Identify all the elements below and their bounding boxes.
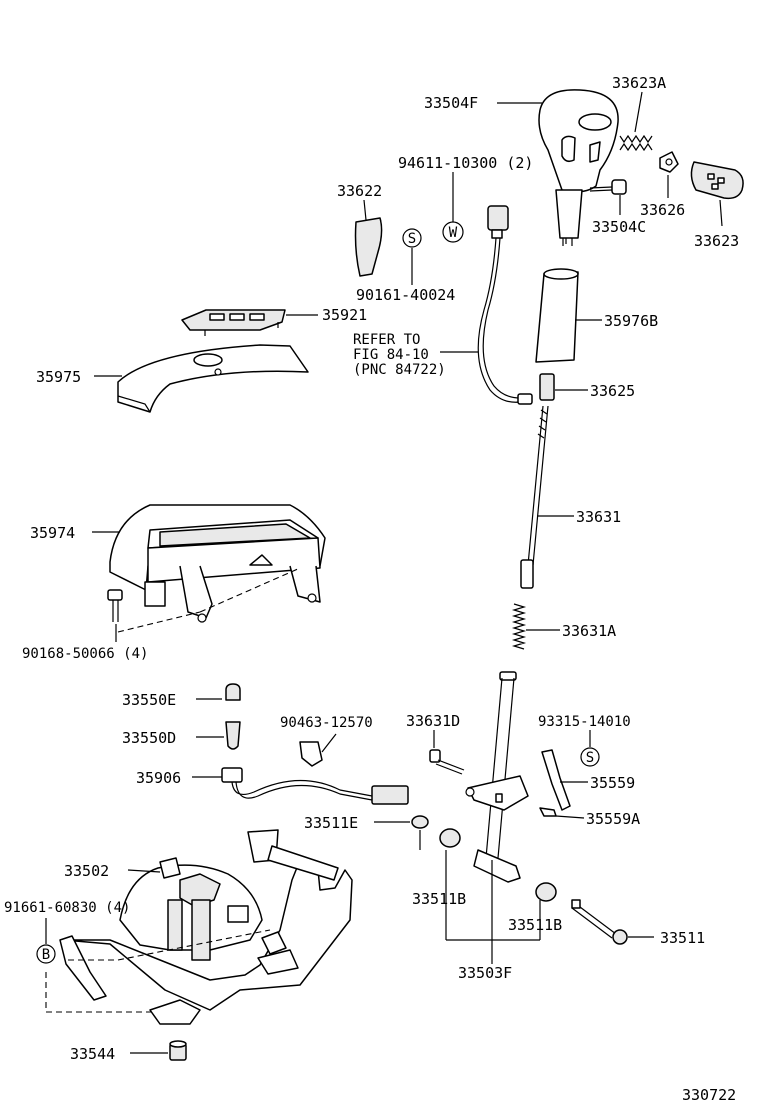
- leader-35559a: [555, 815, 585, 819]
- housing-bolt: [107, 589, 123, 622]
- shift-knob: [538, 89, 619, 246]
- leader-button: [719, 199, 723, 227]
- label-33623a: 33623A: [612, 74, 666, 92]
- knob-switch-wire: [477, 205, 533, 405]
- s-marker-upper: [402, 228, 422, 248]
- console-cover: [117, 344, 309, 413]
- label-33502: 33502: [64, 862, 109, 880]
- label-33511b-left: 33511B: [412, 890, 466, 908]
- shift-housing: [109, 504, 326, 633]
- label-33631a: 33631A: [562, 622, 616, 640]
- label-33544: 33544: [70, 1045, 115, 1063]
- label-35974: 35974: [30, 524, 75, 542]
- rod-spring: [511, 603, 527, 650]
- bushing-33511b-left: [439, 828, 461, 848]
- indicator-plate: [181, 309, 286, 336]
- indicator-bulb: [225, 683, 241, 701]
- leader-spring: [634, 91, 643, 133]
- long-pin: [571, 899, 628, 945]
- marker-w: W: [449, 225, 458, 241]
- rod-cap: [539, 373, 555, 401]
- label-refer-3: (PNC 84722): [353, 362, 446, 378]
- leader-33502: [127, 869, 161, 873]
- b-marker: [36, 944, 56, 964]
- bushing-33511b-right: [535, 882, 557, 902]
- wire-harness: [221, 767, 409, 805]
- boot-sleeve: [535, 268, 579, 363]
- shift-rod: [520, 405, 549, 589]
- collar: [169, 1040, 187, 1061]
- label-refer-2: FIG 84-10: [353, 347, 429, 363]
- label-90161: 90161-40024: [356, 286, 455, 304]
- marker-b: B: [42, 947, 50, 963]
- label-33622: 33622: [337, 182, 382, 200]
- label-35975: 35975: [36, 368, 81, 386]
- label-35906: 35906: [136, 769, 181, 787]
- label-33504c: 33504C: [592, 218, 646, 236]
- shift-button: [690, 161, 744, 200]
- knob-insert-33622: [354, 217, 383, 277]
- label-35921: 35921: [322, 306, 367, 324]
- label-91661: 91661-60830 (4): [4, 900, 130, 916]
- label-33550e: 33550E: [122, 691, 176, 709]
- label-93315: 93315-14010: [538, 714, 631, 730]
- leader-90463: [321, 733, 337, 753]
- label-33550d: 33550D: [122, 729, 176, 747]
- label-90168: 90168-50066 (4): [22, 646, 148, 662]
- label-35976b: 35976B: [604, 312, 658, 330]
- marker-s-lower: S: [586, 750, 594, 766]
- label-33631: 33631: [576, 508, 621, 526]
- label-33511e: 33511E: [304, 814, 358, 832]
- label-refer-1: REFER TO: [353, 332, 420, 348]
- label-33503f: 33503F: [458, 964, 512, 982]
- lever-pin: [429, 749, 465, 775]
- label-33623: 33623: [694, 232, 739, 250]
- wire-clamp: [299, 741, 323, 767]
- s-marker-lower: [580, 747, 600, 767]
- figure-number: 330722: [682, 1086, 736, 1104]
- shift-lever: [465, 671, 529, 883]
- label-33511b-right: 33511B: [508, 916, 562, 934]
- label-35559a: 35559A: [586, 810, 640, 828]
- bushing-33511e: [411, 815, 429, 829]
- leader-33622: [363, 199, 367, 221]
- label-33626: 33626: [640, 201, 685, 219]
- label-33504f: 33504F: [424, 94, 478, 112]
- label-33631d: 33631D: [406, 712, 460, 730]
- label-90463: 90463-12570: [280, 715, 373, 731]
- knob-screw: [589, 179, 627, 195]
- bulb-socket: [225, 721, 241, 750]
- knob-spring: [619, 134, 653, 152]
- detent-plate: [541, 749, 571, 811]
- label-35559: 35559: [590, 774, 635, 792]
- label-33625: 33625: [590, 382, 635, 400]
- marker-s-upper: S: [408, 231, 416, 247]
- shift-base: [45, 829, 353, 1025]
- label-33511: 33511: [660, 929, 705, 947]
- detent-spring: [539, 807, 557, 817]
- label-94611: 94611-10300 (2): [398, 154, 533, 172]
